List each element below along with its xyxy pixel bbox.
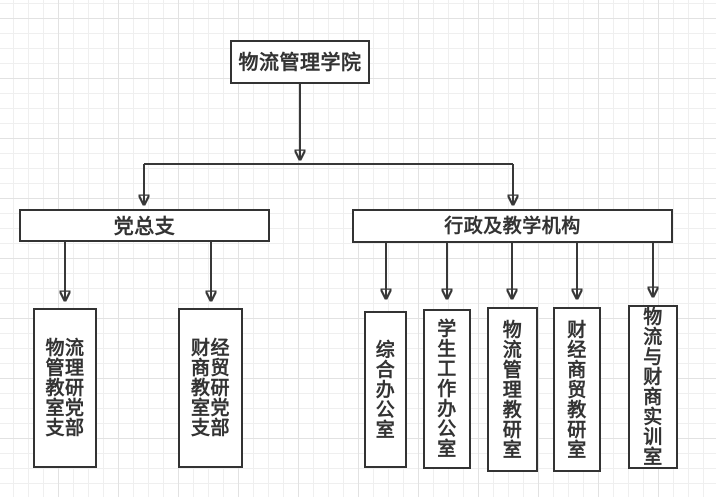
org-box-student-work-office-label: 学 生 工 作 办 公 室 <box>437 318 457 460</box>
org-box-training-room-label: 物 流 与 财 商 实 训 室 <box>643 306 663 468</box>
org-box-admin-teaching[interactable]: 行政及教学机构 <box>352 209 673 243</box>
org-box-admin-label: 行政及教学机构 <box>444 215 581 237</box>
org-box-general-office-label: 综 合 办 公 室 <box>375 338 396 441</box>
org-box-finance-teaching-office[interactable]: 财 经 商 贸 教 研 室 <box>553 307 601 472</box>
org-box-logistics-party-branch-label: 物流 管理 教研 室党 支部 <box>45 337 85 439</box>
org-box-party-label: 党总支 <box>113 213 176 238</box>
org-box-logistics-teaching-office-label: 物 流 管 理 教 研 室 <box>502 318 523 461</box>
org-box-root[interactable]: 物流管理学院 <box>230 40 370 84</box>
org-box-logistics-party-branch[interactable]: 物流 管理 教研 室党 支部 <box>33 308 97 468</box>
org-box-student-work-office[interactable]: 学 生 工 作 办 公 室 <box>423 309 471 469</box>
org-box-training-room[interactable]: 物 流 与 财 商 实 训 室 <box>628 305 678 469</box>
org-box-logistics-teaching-office[interactable]: 物 流 管 理 教 研 室 <box>487 307 538 472</box>
org-box-root-label: 物流管理学院 <box>238 50 362 74</box>
org-box-finance-party-branch-label: 财经 商贸 教研 室党 支部 <box>190 337 230 439</box>
org-box-general-office[interactable]: 综 合 办 公 室 <box>364 311 407 468</box>
org-box-finance-party-branch[interactable]: 财经 商贸 教研 室党 支部 <box>178 308 243 468</box>
org-box-finance-teaching-office-label: 财 经 商 贸 教 研 室 <box>567 318 587 461</box>
org-box-party-general-branch[interactable]: 党总支 <box>19 209 270 242</box>
